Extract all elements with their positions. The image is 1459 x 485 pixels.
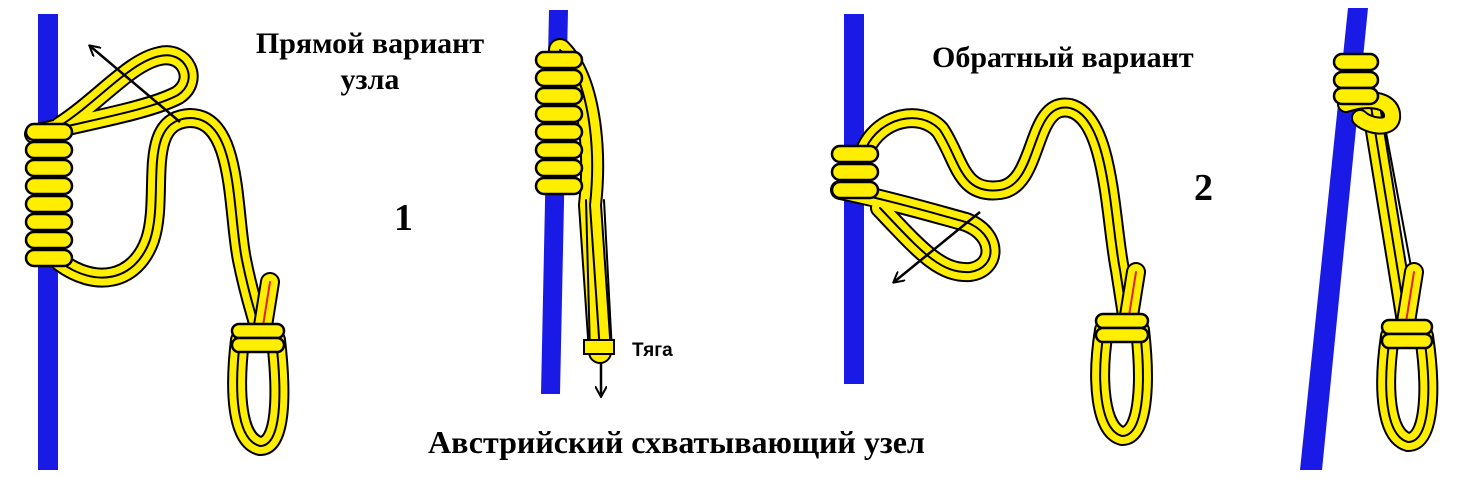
pole-2b [1300,8,1368,470]
wraps-1 [24,122,74,268]
panel-2-reverse [830,14,1153,446]
sling-2 [830,97,1153,446]
label-direct-line1: Прямой вариант [255,27,485,60]
lashing-1 [230,322,286,354]
panel-1b-tightened [534,10,615,396]
label-pull: Тяга [632,340,673,361]
lashing-2b [1380,318,1434,350]
diagram-caption: Австрийский схватывающий узел [428,424,925,460]
panel-1-direct [24,14,290,470]
direction-arrow-2 [894,211,981,282]
wraps-2 [830,144,880,200]
wraps-2b [1332,52,1380,106]
label-reverse-variant: Обратный вариант [932,41,1194,74]
sling-2b [1337,90,1439,453]
label-number-two: 2 [1194,167,1213,209]
lashing-2 [1094,312,1150,344]
sling-1 [24,45,290,456]
wraps-1b [534,50,584,196]
panel-2b-tightened [1300,8,1439,470]
label-direct-variant: Прямой вариант узла [230,26,510,98]
direction-arrow-1 [90,46,181,123]
label-number-one: 1 [394,197,413,239]
label-direct-line2: узла [340,63,400,96]
